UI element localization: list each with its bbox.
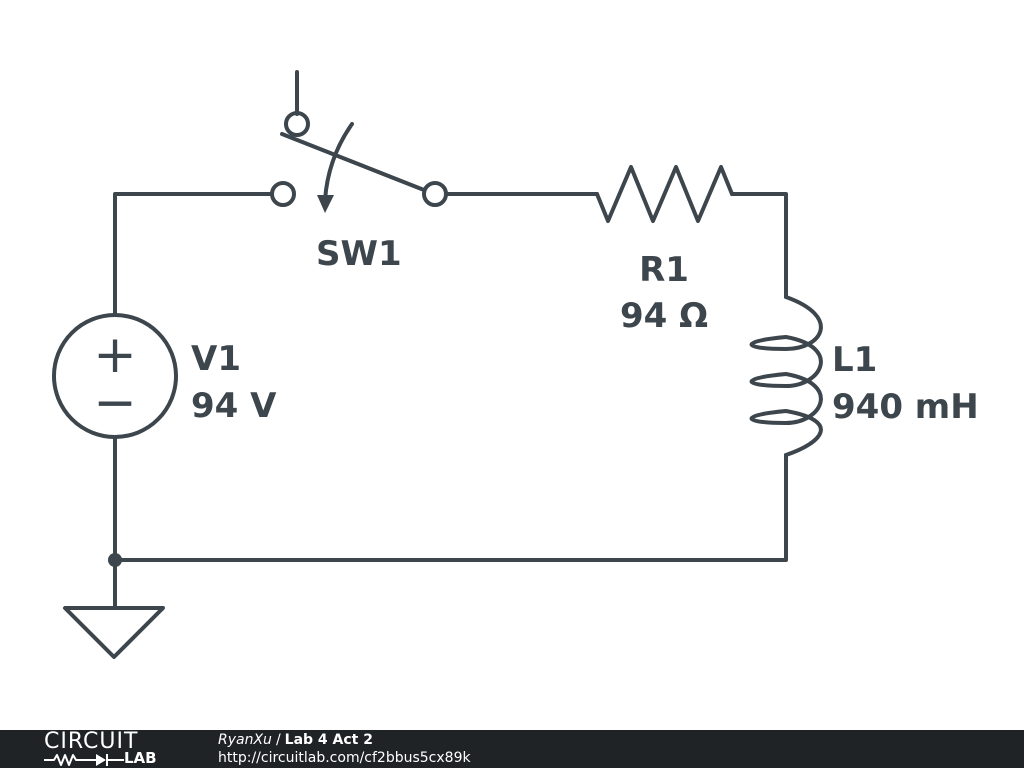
- author-link[interactable]: RyanXu: [218, 732, 272, 748]
- source-plus-sign: +: [93, 325, 137, 385]
- source-value-label: 94 V: [191, 386, 277, 426]
- circuitlab-logo[interactable]: CIRCUIT LAB: [44, 730, 194, 768]
- logo-lab-text: LAB: [124, 749, 157, 767]
- schematic-url[interactable]: http://circuitlab.com/cf2bbus5cx89k: [218, 750, 471, 766]
- source-minus-sign: −: [93, 373, 137, 433]
- resistor-name-label: R1: [639, 250, 689, 290]
- inductor-value-label: 940 mH: [832, 387, 979, 427]
- resistor-value-label: 94 Ω: [620, 296, 708, 336]
- resistor-r1[interactable]: [595, 165, 734, 223]
- wire-resistor-to-inductor: [730, 192, 788, 299]
- wire-left-top: [113, 192, 274, 317]
- ground-symbol: [63, 606, 165, 659]
- project-title[interactable]: Lab 4 Act 2: [284, 732, 373, 748]
- inductor-name-label: L1: [832, 340, 877, 380]
- source-name-label: V1: [191, 339, 241, 379]
- logo-resistor-diode-icon: [44, 754, 124, 766]
- voltage-source-v1[interactable]: + −: [52, 313, 178, 439]
- inductor-l1[interactable]: [749, 295, 823, 457]
- schematic-meta: RyanXu/Lab 4 Act 2 http://circuitlab.com…: [218, 731, 471, 767]
- switch-arrow-head: [317, 195, 334, 213]
- path-separator: /: [275, 732, 281, 748]
- wire-inductor-to-bottom: [113, 453, 788, 562]
- junction-node: [108, 553, 122, 567]
- switch-sw1[interactable]: [270, 70, 448, 213]
- switch-action-arrow: [323, 122, 354, 202]
- logo-circuit-text: CIRCUIT: [44, 729, 139, 754]
- switch-name-label: SW1: [316, 234, 402, 274]
- circuit-schematic: + − SW1 R1 94 Ω V1 94 V L1 940 mH: [52, 70, 979, 659]
- footer-bar: CIRCUIT LAB RyanXu/Lab 4 Act 2 http://ci…: [0, 730, 1024, 768]
